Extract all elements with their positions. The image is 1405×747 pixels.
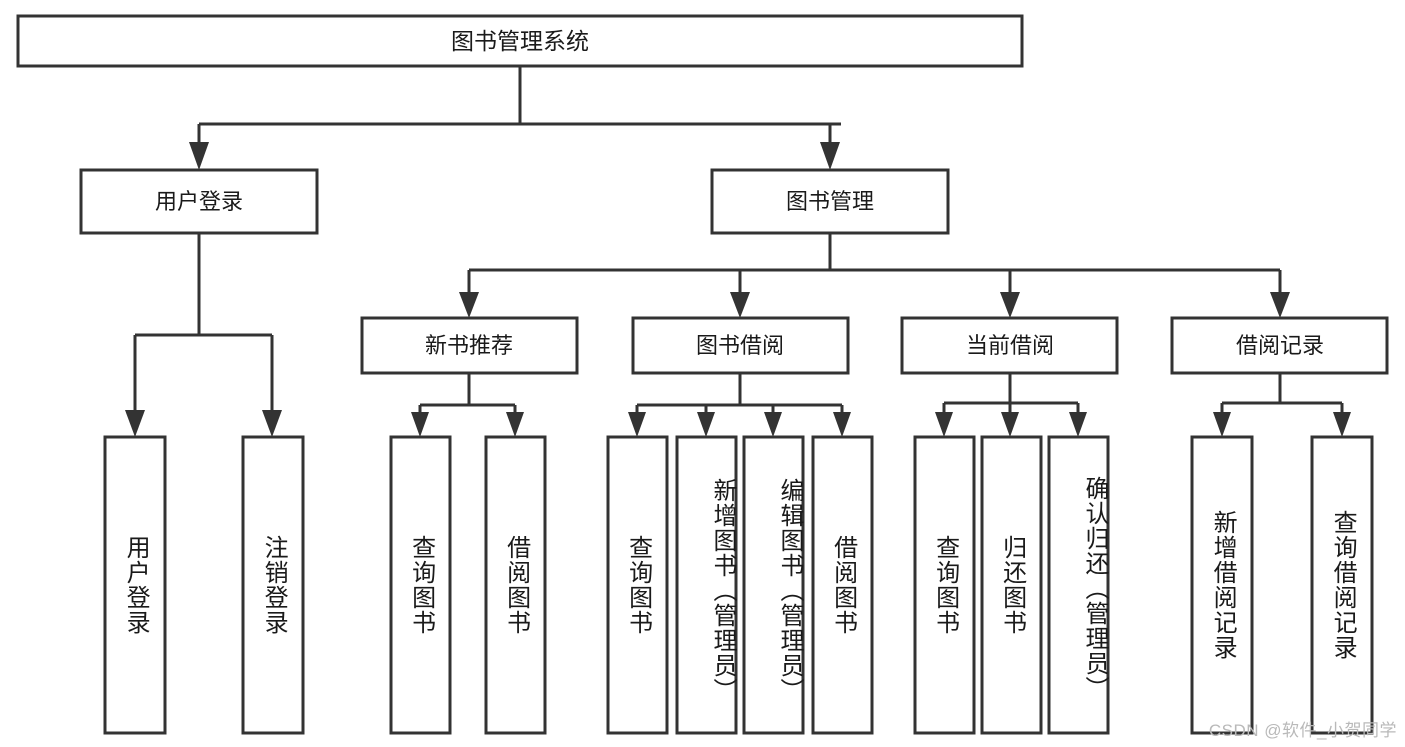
- connector-group-borrow-record-to-leaves: [1213, 373, 1351, 437]
- node-borrow-record-label: 借阅记录: [1236, 333, 1324, 358]
- leaf-boxes-book-borrow: [606, 435, 874, 735]
- arrow-head-borrow-record: [1270, 292, 1290, 318]
- arrow-head-leaf-new-book-2: [506, 412, 524, 437]
- leaf-box-user-login-1[interactable]: [103, 435, 167, 735]
- node-book-borrow-box[interactable]: [631, 316, 850, 375]
- node-current-borrow-box[interactable]: [900, 316, 1119, 375]
- arrow-head-leaf-book-borrow-1: [628, 412, 646, 437]
- node-borrow-record-box[interactable]: [1170, 316, 1389, 375]
- node-new-book-recommend[interactable]: 新书推荐: [360, 316, 579, 375]
- node-current-borrow[interactable]: 当前借阅: [900, 316, 1119, 375]
- node-current-borrow-label: 当前借阅: [966, 333, 1054, 358]
- connector-group-current-borrow-to-leaves: [935, 373, 1087, 437]
- arrow-head-leaf-current-borrow-3: [1069, 412, 1087, 437]
- connector-group-book-borrow-to-leaves: [628, 373, 851, 437]
- node-book-borrow-label: 图书借阅: [696, 333, 784, 358]
- node-new-book-recommend-label: 新书推荐: [425, 333, 513, 358]
- arrow-head-book-borrow: [730, 292, 750, 318]
- leaf-boxes-new-book-recommend: [389, 435, 547, 735]
- node-root-book-management-system[interactable]: 图书管理系统: [16, 14, 1024, 68]
- leaf-box-book-borrow-4[interactable]: [811, 435, 874, 735]
- node-borrow-record[interactable]: 借阅记录: [1170, 316, 1389, 375]
- node-root-box[interactable]: [16, 14, 1024, 68]
- csdn-watermark: CSDN @软件_小贺同学: [1208, 721, 1397, 740]
- leaf-boxes-user-login: [103, 435, 305, 735]
- arrow-head-leaf-current-borrow-2: [1001, 412, 1019, 437]
- node-book-management-box[interactable]: [710, 168, 950, 235]
- node-root-label: 图书管理系统: [451, 28, 589, 54]
- arrow-head-new-book-recommend: [459, 292, 479, 318]
- arrow-head-user-login: [189, 142, 209, 170]
- arrow-head-leaf-current-borrow-1: [935, 412, 953, 437]
- arrow-head-leaf-book-borrow-4: [833, 412, 851, 437]
- leaf-box-current-borrow-1[interactable]: [913, 435, 976, 735]
- leaf-box-new-book-1[interactable]: [389, 435, 452, 735]
- arrow-head-leaf-book-borrow-2: [697, 412, 715, 437]
- arrow-head-leaf-borrow-record-2: [1333, 412, 1351, 437]
- connector-group-user-login-to-leaves: [125, 233, 282, 437]
- node-user-login[interactable]: 用户登录: [79, 168, 319, 235]
- connector-group-book-manage-to-level3: [459, 233, 1290, 318]
- arrow-head-leaf-user-login-2: [262, 410, 282, 437]
- node-user-login-label: 用户登录: [155, 189, 243, 214]
- leaf-box-new-book-2[interactable]: [484, 435, 547, 735]
- leaf-box-book-borrow-1[interactable]: [606, 435, 669, 735]
- node-book-borrow[interactable]: 图书借阅: [631, 316, 850, 375]
- arrow-head-book-manage: [820, 142, 840, 170]
- node-book-management[interactable]: 图书管理: [710, 168, 950, 235]
- leaf-box-current-borrow-3[interactable]: [1047, 435, 1110, 735]
- node-new-book-recommend-box[interactable]: [360, 316, 579, 375]
- leaf-box-borrow-record-1[interactable]: [1190, 435, 1254, 735]
- leaf-box-book-borrow-3[interactable]: [742, 435, 805, 735]
- arrow-head-leaf-borrow-record-1: [1213, 412, 1231, 437]
- arrow-head-leaf-user-login-1: [125, 410, 145, 437]
- arrow-head-current-borrow: [1000, 292, 1020, 318]
- arrow-head-leaf-book-borrow-3: [764, 412, 782, 437]
- connector-group-root-to-level2: [189, 66, 841, 170]
- leaf-boxes-current-borrow: [913, 435, 1110, 735]
- leaf-box-user-login-2[interactable]: [241, 435, 305, 735]
- node-user-login-box[interactable]: [79, 168, 319, 235]
- connector-group-new-book-to-leaves: [411, 373, 524, 437]
- leaf-box-book-borrow-2[interactable]: [675, 435, 738, 735]
- leaf-boxes-borrow-record: [1190, 435, 1374, 735]
- leaf-box-borrow-record-2[interactable]: [1310, 435, 1374, 735]
- leaf-box-current-borrow-2[interactable]: [980, 435, 1043, 735]
- node-book-management-label: 图书管理: [786, 189, 874, 214]
- arrow-head-leaf-new-book-1: [411, 412, 429, 437]
